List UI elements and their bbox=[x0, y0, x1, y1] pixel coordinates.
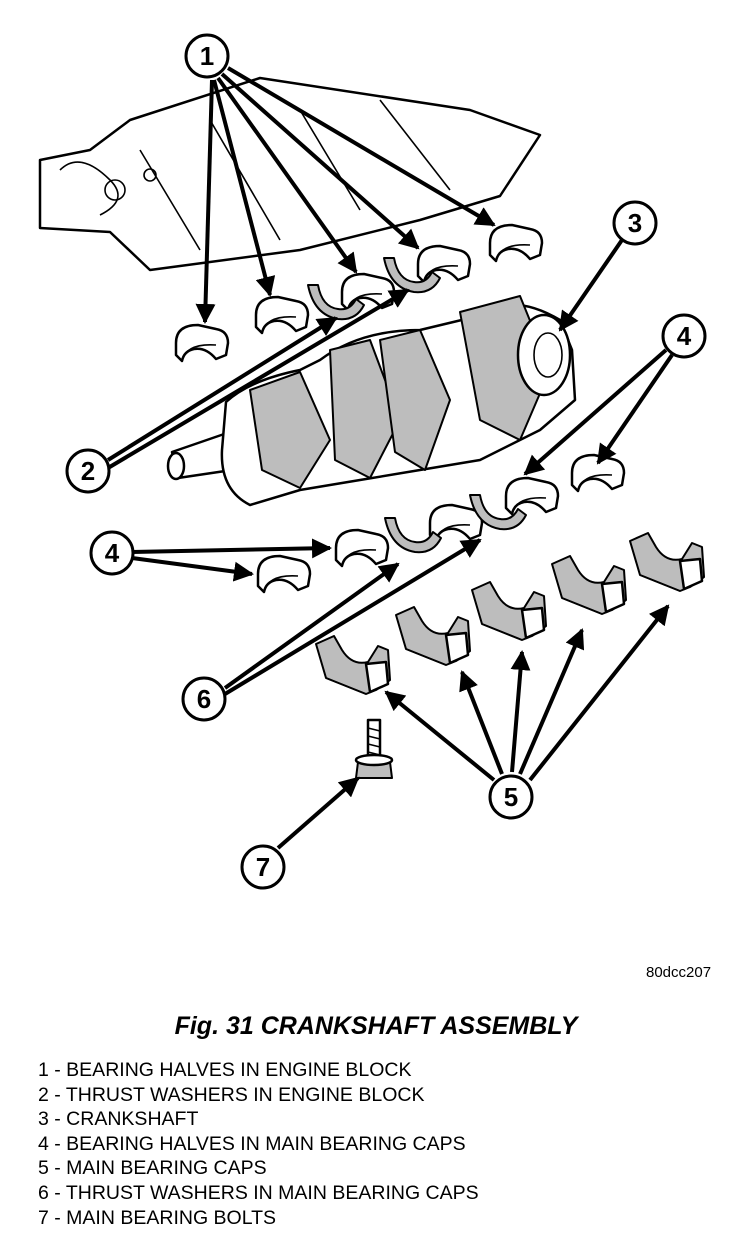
legend-item-1: 1 - BEARING HALVES IN ENGINE BLOCK bbox=[38, 1059, 412, 1081]
callout-6: 6 bbox=[181, 676, 227, 722]
main-bearing-bolt bbox=[354, 718, 394, 779]
legend-item-7: 7 - MAIN BEARING BOLTS bbox=[38, 1206, 277, 1229]
figure-reference-code: 80dcc207 bbox=[646, 964, 712, 981]
svg-text:1: 1 bbox=[200, 41, 214, 71]
callout-3: 3 bbox=[612, 200, 658, 246]
leader-lines bbox=[106, 66, 674, 850]
legend-item-6: 6 - THRUST WASHERS IN MAIN BEARING CAPS bbox=[38, 1181, 479, 1204]
crankshaft-assembly-diagram: 1 2 3 4 4 5 6 7 bbox=[38, 33, 707, 890]
svg-text:2: 2 bbox=[81, 456, 95, 486]
legend-item-3: 3 - CRANKSHAFT bbox=[38, 1108, 199, 1131]
svg-text:4: 4 bbox=[677, 321, 692, 351]
svg-text:5: 5 bbox=[504, 782, 518, 812]
svg-text:4: 4 bbox=[105, 538, 120, 568]
callout-7: 7 bbox=[240, 844, 286, 890]
svg-text:3: 3 bbox=[628, 208, 642, 238]
legend-item-2: 2 - THRUST WASHERS IN ENGINE BLOCK bbox=[38, 1083, 425, 1106]
callout-2: 2 bbox=[65, 448, 111, 494]
svg-text:6: 6 bbox=[197, 684, 211, 714]
legend-item-4: 4 - BEARING HALVES IN MAIN BEARING CAPS bbox=[38, 1132, 466, 1155]
crankshaft bbox=[166, 295, 577, 507]
figure-title: Fig. 31 CRANKSHAFT ASSEMBLY bbox=[174, 1012, 578, 1040]
legend-item-5: 5 - MAIN BEARING CAPS bbox=[38, 1157, 267, 1180]
callout-4-left: 4 bbox=[89, 530, 135, 576]
legend: 1 - BEARING HALVES IN ENGINE BLOCK 2 - T… bbox=[38, 1058, 479, 1230]
engine-block bbox=[38, 76, 542, 272]
callout-4-upper: 4 bbox=[661, 313, 707, 359]
callout-1: 1 bbox=[184, 33, 230, 79]
callout-5: 5 bbox=[488, 774, 534, 820]
svg-text:7: 7 bbox=[256, 852, 270, 882]
